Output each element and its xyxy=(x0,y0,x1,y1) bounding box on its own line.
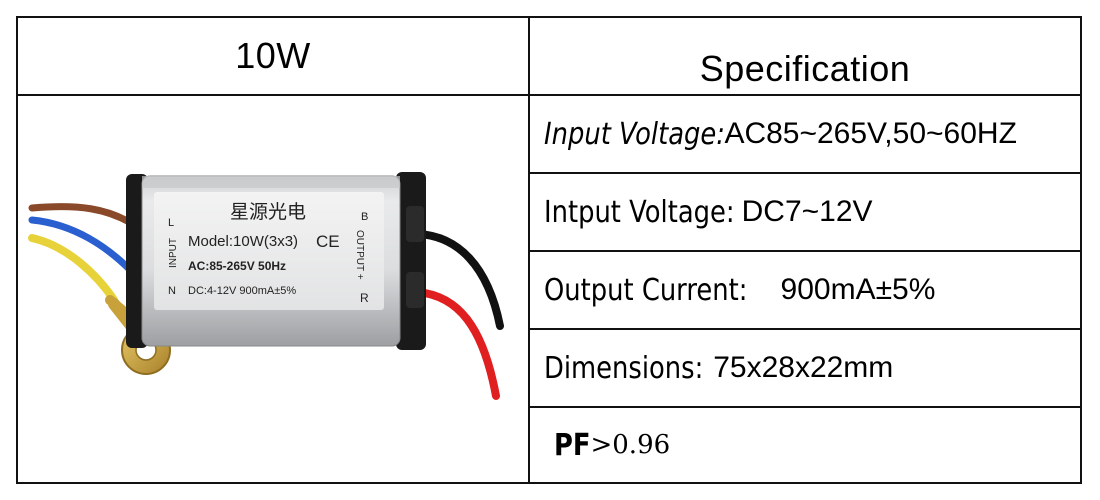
spec-label: Input Voltage: xyxy=(544,116,725,152)
output-side-label: OUTPUT + xyxy=(354,230,365,280)
brand-name: 星源光电 xyxy=(230,201,306,223)
input-side-label: INPUT xyxy=(168,238,179,268)
spec-label: PF xyxy=(554,427,591,463)
spec-value: AC85~265V,50~60HZ xyxy=(724,117,1017,150)
spec-value: 75x28x22mm xyxy=(713,351,894,384)
spec-value: DC7~12V xyxy=(741,195,873,228)
spec-value: >0.96 xyxy=(590,430,671,460)
spec-row-output-current: Output Current: 900mA±5% xyxy=(530,252,1080,330)
pin-l-label: L xyxy=(168,217,174,229)
led-driver-image: 星源光电 L B Model:10W(3x3) CE AC:85-265V 50… xyxy=(28,172,504,400)
product-photo: 星源光电 L B Model:10W(3x3) CE AC:85-265V 50… xyxy=(18,96,530,482)
spec-label: Output Current: xyxy=(544,272,748,308)
spec-sheet: 10W Specification xyxy=(16,16,1082,484)
pin-b-label: B xyxy=(361,211,368,223)
power-header-cell: 10W xyxy=(18,18,530,96)
spec-value: 900mA±5% xyxy=(780,273,936,306)
power-rating-title: 10W xyxy=(235,35,311,76)
pin-n-label: N xyxy=(168,285,176,297)
spec-row-input-voltage-ac: Input Voltage: AC85~265V,50~60HZ xyxy=(530,96,1080,174)
model-label: Model:10W(3x3) xyxy=(188,233,298,250)
ce-mark: CE xyxy=(316,232,340,251)
spec-row-input-voltage-dc: Intput Voltage: DC7~12V xyxy=(530,174,1080,252)
pin-r-label: R xyxy=(360,291,369,305)
wire-black-output xyxy=(414,230,504,330)
product-label xyxy=(154,192,384,310)
spec-label: Intput Voltage: xyxy=(544,194,735,230)
spec-row-power-factor: PF >0.96 xyxy=(530,408,1080,482)
wire-yellow xyxy=(28,234,118,304)
spec-header-cell: Specification xyxy=(530,18,1080,96)
wire-red-output xyxy=(414,288,500,400)
specification-title: Specification xyxy=(699,48,911,89)
dc-rating-label: DC:4-12V 900mA±5% xyxy=(188,285,296,297)
ac-rating-label: AC:85-265V 50Hz xyxy=(188,259,286,273)
spec-label: Dimensions: xyxy=(544,350,704,386)
spec-row-dimensions: Dimensions: 75x28x22mm xyxy=(530,330,1080,408)
